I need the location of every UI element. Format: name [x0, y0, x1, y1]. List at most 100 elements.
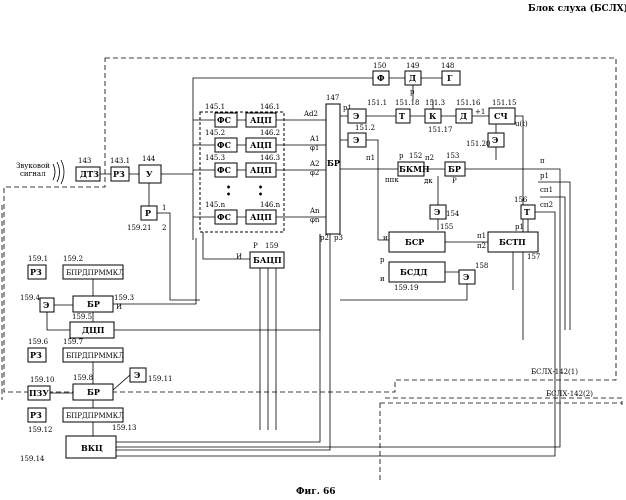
- block-k-label: К: [429, 111, 437, 121]
- num-151-18: 151.18: [395, 99, 420, 107]
- block-r3-b-label: РЗ: [30, 350, 42, 360]
- sig-ad2: Ad2: [303, 110, 318, 118]
- sig-p-bacp: Р: [253, 242, 258, 250]
- num-151-3: 151.3: [425, 99, 445, 107]
- block-e-a-label: Э: [43, 300, 49, 310]
- num-151-17: 151.17: [428, 126, 453, 134]
- num-151-16: 151.16: [456, 99, 481, 107]
- svg-text:•: •: [226, 189, 231, 199]
- num-159-7: 159.7: [63, 338, 83, 346]
- block-t2-label: Т: [524, 207, 530, 217]
- svg-text:АЦП: АЦП: [250, 140, 272, 150]
- sig-a2: A2: [309, 160, 320, 168]
- block-bsr-label: БСР: [405, 237, 424, 247]
- svg-text:АЦП: АЦП: [250, 165, 272, 175]
- sig-p2: р2: [320, 234, 329, 242]
- block-r3-a-label: РЗ: [30, 267, 42, 277]
- block-br-b-label: БР: [87, 387, 100, 397]
- num-159-11: 159.11: [148, 375, 173, 383]
- block-sch-label: СЧ: [494, 111, 508, 121]
- num-157: 157: [527, 253, 540, 261]
- input-label-1: Звуковой: [16, 162, 50, 170]
- num-147: 147: [326, 94, 339, 102]
- block-br-a-label: БР: [87, 299, 100, 309]
- block-r-left-label: Р: [145, 208, 151, 218]
- sig-p3: р3: [334, 234, 343, 242]
- block-e4-label: Э: [434, 207, 440, 217]
- sig-sch2: сп2: [540, 201, 553, 209]
- sig-sch1: сп1: [540, 186, 553, 194]
- num-159-4: 159.4: [20, 294, 41, 302]
- sig-phi2: φ2: [310, 169, 319, 177]
- block-dtz-label: ДТЗ: [80, 169, 99, 179]
- num-159-12: 159.12: [28, 426, 53, 434]
- num-158: 158: [475, 262, 488, 270]
- num-159-10: 159.10: [30, 376, 55, 384]
- num-159-3: 159.3: [114, 294, 134, 302]
- block-u-label: У: [146, 169, 153, 179]
- sig-a1: A1: [309, 135, 320, 143]
- block-br2-label: БР: [448, 164, 461, 174]
- num-159-8: 159.8: [73, 374, 93, 382]
- svg-text:146.2: 146.2: [260, 129, 280, 137]
- input-label-2: сигнал: [20, 170, 46, 178]
- block-bprd-a-label: БПРДПРММКЛ: [66, 269, 124, 277]
- num-144: 144: [142, 155, 156, 163]
- num-159-13: 159.13: [112, 424, 137, 432]
- num-159-21: 159.21: [127, 224, 152, 232]
- block-bacp-label: БАЦП: [253, 255, 282, 265]
- num-153: 153: [446, 152, 459, 160]
- sig-n2: п2: [425, 154, 434, 162]
- num-154: 154: [446, 210, 460, 218]
- block-e-b-label: Э: [134, 370, 140, 380]
- sig-r-bkmp: р: [399, 152, 404, 160]
- sig-i-bacp: И: [236, 253, 242, 261]
- num-159-19: 159.19: [394, 284, 419, 292]
- svg-text:145.1: 145.1: [205, 103, 225, 111]
- block-g-label: Г: [447, 73, 453, 83]
- svg-text:145.3: 145.3: [205, 154, 225, 162]
- svg-text:146.1: 146.1: [260, 103, 280, 111]
- block-f-label: Ф: [377, 73, 385, 83]
- region-boundary-second: [385, 398, 622, 405]
- sig-an: An: [309, 207, 320, 215]
- num-159-1: 159.1: [28, 255, 48, 263]
- num-159-5: 159.5: [72, 313, 92, 321]
- sig-n2-bstp: п2: [477, 242, 486, 250]
- sig-dk: дк: [424, 177, 433, 185]
- num-151-2: 151.2: [355, 124, 375, 132]
- sig-i-bsdd: и: [380, 275, 385, 283]
- block-dcp-label: ДЦП: [82, 325, 105, 335]
- num-151-20: 151.20: [466, 140, 491, 148]
- region-label-second: БСЛХ-142(2): [546, 390, 593, 398]
- block-bprd-c-label: БПРДПРММКЛ: [66, 412, 124, 420]
- block-bsdd-label: БСДД: [400, 267, 427, 277]
- block-vkc-label: ВКЦ: [81, 443, 103, 453]
- num-152: 152: [409, 152, 422, 160]
- num-148: 148: [441, 62, 454, 70]
- block-e1-label: Э: [353, 111, 359, 121]
- sig-p-br2: Р: [452, 177, 457, 185]
- num-151-1: 151.1: [367, 99, 387, 107]
- num-143-1: 143.1: [110, 157, 130, 165]
- sig-r-bsdd: р: [380, 256, 385, 264]
- svg-text:•: •: [258, 189, 263, 199]
- block-e2-label: Э: [353, 135, 359, 145]
- num-149: 149: [406, 62, 419, 70]
- block-bprd-b-label: БПРДПРММКЛ: [66, 352, 124, 360]
- svg-text:ФС: ФС: [217, 140, 231, 150]
- svg-text:ФС: ФС: [217, 115, 231, 125]
- block-br-main: [326, 104, 340, 234]
- sig-n1-bstp: п1: [477, 232, 486, 240]
- num-159: 159: [265, 242, 278, 250]
- block-d2-label: Д: [460, 111, 467, 121]
- block-br-main-label: БР: [327, 158, 340, 168]
- num-159-6: 159.6: [28, 338, 49, 346]
- sig-ut: u(t): [515, 120, 528, 128]
- sig-i-bsr: и: [383, 234, 388, 242]
- svg-text:ФС: ФС: [217, 165, 231, 175]
- sig-phi1: φ1: [310, 144, 319, 152]
- sig-p1-bstp: р1: [515, 223, 524, 231]
- num-156: 156: [514, 196, 528, 204]
